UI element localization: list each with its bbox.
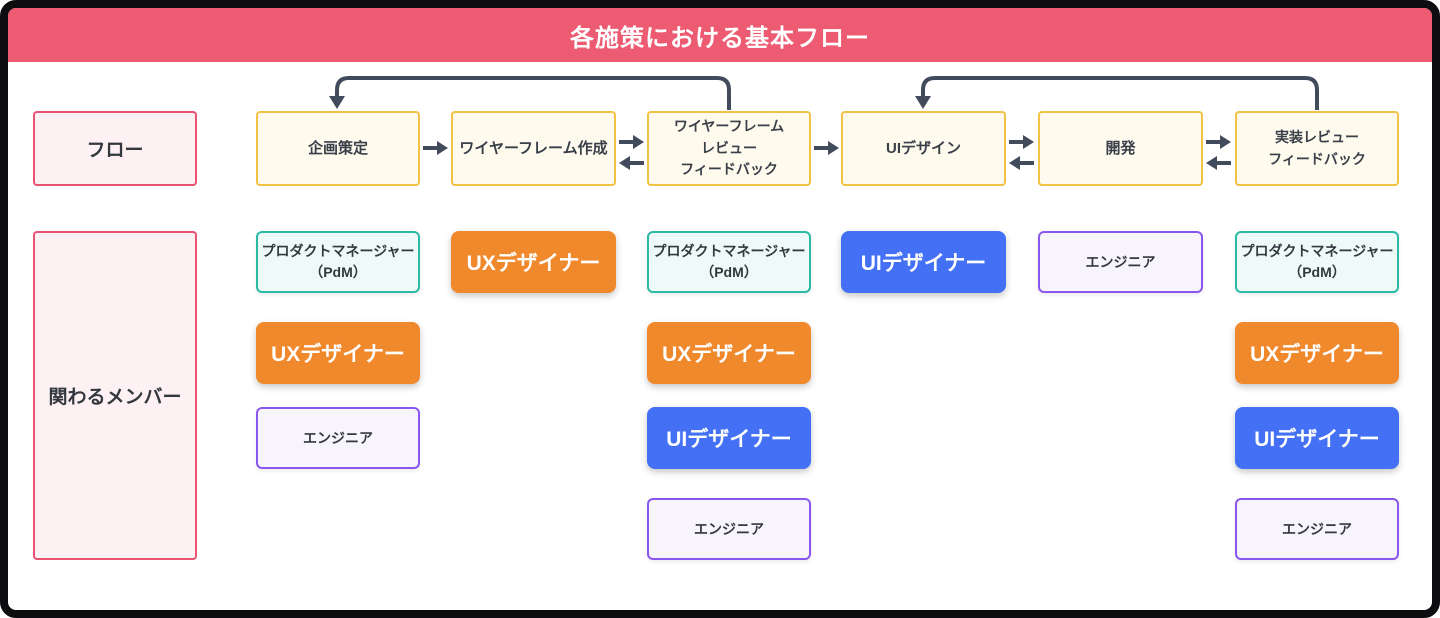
member-col1-engineer: エンジニア	[256, 407, 420, 469]
flow-step-planning-label: 企画策定	[307, 139, 368, 157]
member-col6-ui: UIデザイナー	[1235, 407, 1399, 469]
page-title: 各施策における基本フロー	[570, 24, 870, 52]
member-col1-engineer-label: エンジニア	[303, 430, 373, 446]
flow-step-impl-review-line2: フィードバック	[1268, 150, 1366, 167]
loop-arrowhead-uidesign	[915, 96, 931, 109]
flow-step-development-label: 開発	[1105, 139, 1136, 157]
title-bar: 各施策における基本フロー	[8, 8, 1432, 62]
flow-step-wireframe-create-label: ワイヤーフレーム作成	[459, 139, 608, 157]
member-col6-ux-label: UXデザイナー	[1250, 343, 1384, 366]
loop-arrow-review-to-planning	[335, 76, 731, 110]
flow-step-impl-review: 実装レビュー フィードバック	[1235, 111, 1399, 186]
member-col1-ux-label: UXデザイナー	[271, 343, 405, 366]
member-col4-ui: UIデザイナー	[841, 231, 1006, 293]
flow-step-wireframe-review-line1: ワイヤーフレーム	[673, 117, 785, 134]
member-col1-pdm-line1: プロダクトマネージャー	[261, 243, 415, 259]
member-col3-ux-label: UXデザイナー	[662, 343, 796, 366]
flow-step-impl-review-line1: 実装レビュー	[1275, 128, 1359, 145]
member-col6-engineer-label: エンジニア	[1282, 521, 1352, 537]
flow-step-planning: 企画策定	[256, 111, 420, 186]
flow-row-label-text: フロー	[86, 140, 144, 161]
flow-step-wireframe-review-line2: レビュー	[701, 139, 757, 156]
member-col3-pdm-line1: プロダクトマネージャー	[652, 243, 806, 259]
member-col3-engineer-label: エンジニア	[694, 521, 764, 537]
member-col5-engineer: エンジニア	[1038, 231, 1203, 293]
member-col6-engineer: エンジニア	[1235, 498, 1399, 560]
member-col6-pdm-line1: プロダクトマネージャー	[1240, 243, 1394, 259]
member-col3-pdm: プロダクトマネージャー （PdM）	[647, 231, 811, 293]
member-col3-pdm-line2: （PdM）	[700, 264, 758, 280]
loop-arrow-impl-to-uidesign	[921, 76, 1319, 110]
member-col2-ux-label: UXデザイナー	[466, 252, 601, 275]
member-col3-ui-label: UIデザイナー	[666, 428, 792, 451]
member-col6-ux: UXデザイナー	[1235, 322, 1399, 384]
member-col1-pdm: プロダクトマネージャー （PdM）	[256, 231, 420, 293]
member-col2-ux: UXデザイナー	[451, 231, 616, 293]
flow-step-development: 開発	[1038, 111, 1203, 186]
member-col6-pdm: プロダクトマネージャー （PdM）	[1235, 231, 1399, 293]
flow-step-ui-design: UIデザイン	[841, 111, 1006, 186]
member-col6-ui-label: UIデザイナー	[1254, 428, 1380, 451]
members-row-label-text: 関わるメンバー	[48, 387, 182, 408]
member-col4-ui-label: UIデザイナー	[860, 252, 987, 275]
member-col6-pdm-line2: （PdM）	[1288, 264, 1346, 280]
flow-step-wireframe-review: ワイヤーフレーム レビュー フィードバック	[647, 111, 811, 186]
member-col3-engineer: エンジニア	[647, 498, 811, 560]
member-col3-ui: UIデザイナー	[647, 407, 811, 469]
flow-step-wireframe-review-line3: フィードバック	[680, 161, 778, 178]
flow-step-ui-design-label: UIデザイン	[885, 139, 961, 157]
member-col3-ux: UXデザイナー	[647, 322, 811, 384]
flow-row-label: フロー	[33, 111, 197, 186]
loop-arrowhead-planning	[329, 96, 345, 109]
member-col1-ux: UXデザイナー	[256, 322, 420, 384]
flow-step-wireframe-create: ワイヤーフレーム作成	[451, 111, 616, 186]
member-col5-engineer-label: エンジニア	[1085, 254, 1156, 270]
members-row-label: 関わるメンバー	[33, 231, 197, 560]
member-col1-pdm-line2: （PdM）	[309, 264, 367, 280]
